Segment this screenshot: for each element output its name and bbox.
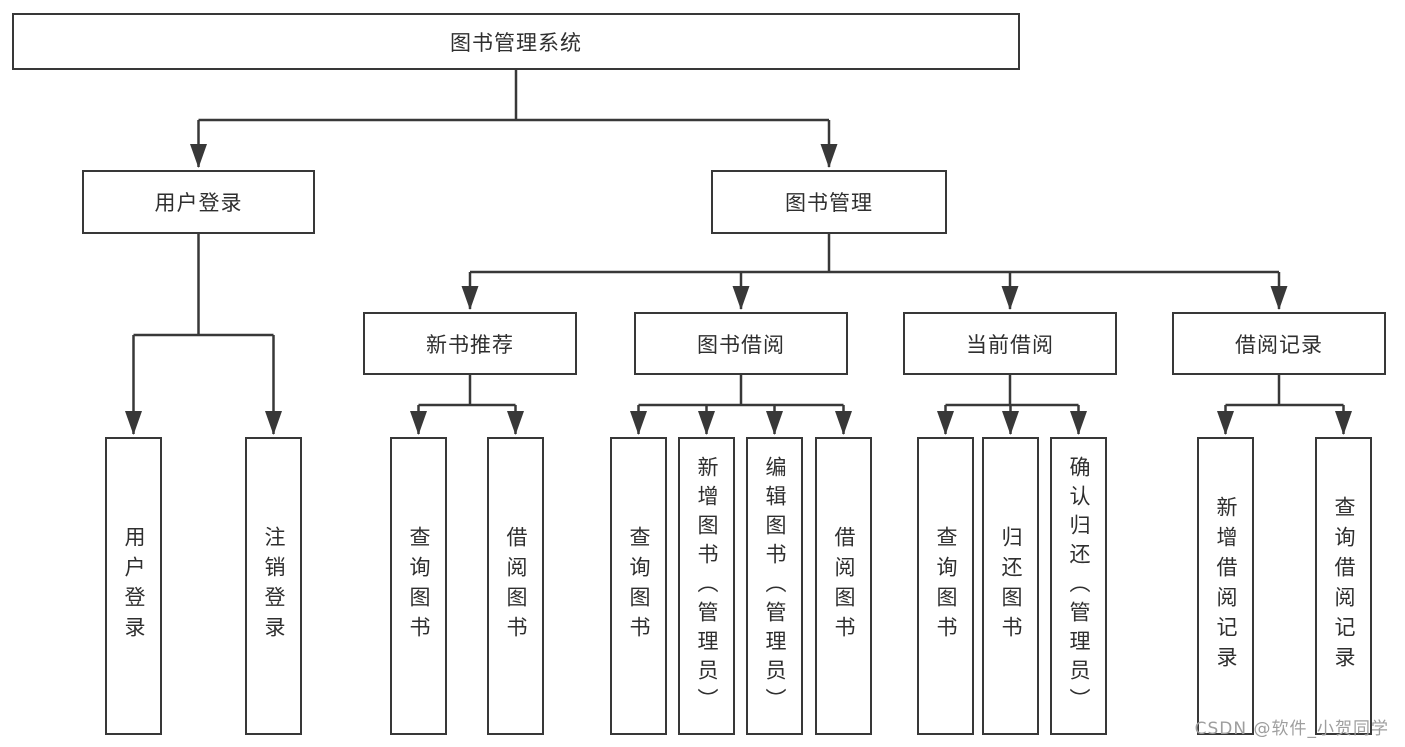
- node-user-login: 用户登录: [82, 170, 315, 234]
- node-root-system: 图书管理系统: [12, 13, 1020, 70]
- node-current-borrowing: 当前借阅: [903, 312, 1117, 375]
- leaf-record-query-borrow-record: 查询借阅记录: [1315, 437, 1372, 735]
- node-book-management: 图书管理: [711, 170, 947, 234]
- leaf-borrowing-query-book: 查询图书: [610, 437, 667, 735]
- node-book-borrowing: 图书借阅: [634, 312, 848, 375]
- leaf-current-query-book: 查询图书: [917, 437, 974, 735]
- leaf-logout: 注销登录: [245, 437, 302, 735]
- csdn-watermark: CSDN @软件_小贺同学: [1194, 719, 1389, 739]
- leaf-user-login: 用户登录: [105, 437, 162, 735]
- leaf-borrowing-edit-book-admin: 编辑图书（管理员）: [746, 437, 803, 735]
- leaf-borrowing-borrow-book: 借阅图书: [815, 437, 872, 735]
- leaf-borrowing-add-book-admin: 新增图书（管理员）: [678, 437, 735, 735]
- leaf-recommend-query-book: 查询图书: [390, 437, 447, 735]
- leaf-current-return-book: 归还图书: [982, 437, 1039, 735]
- node-new-book-recommendation: 新书推荐: [363, 312, 577, 375]
- node-borrowing-record: 借阅记录: [1172, 312, 1386, 375]
- leaf-recommend-borrow-book: 借阅图书: [487, 437, 544, 735]
- leaf-current-confirm-return-admin: 确认归还（管理员）: [1050, 437, 1107, 735]
- leaf-record-add-borrow-record: 新增借阅记录: [1197, 437, 1254, 735]
